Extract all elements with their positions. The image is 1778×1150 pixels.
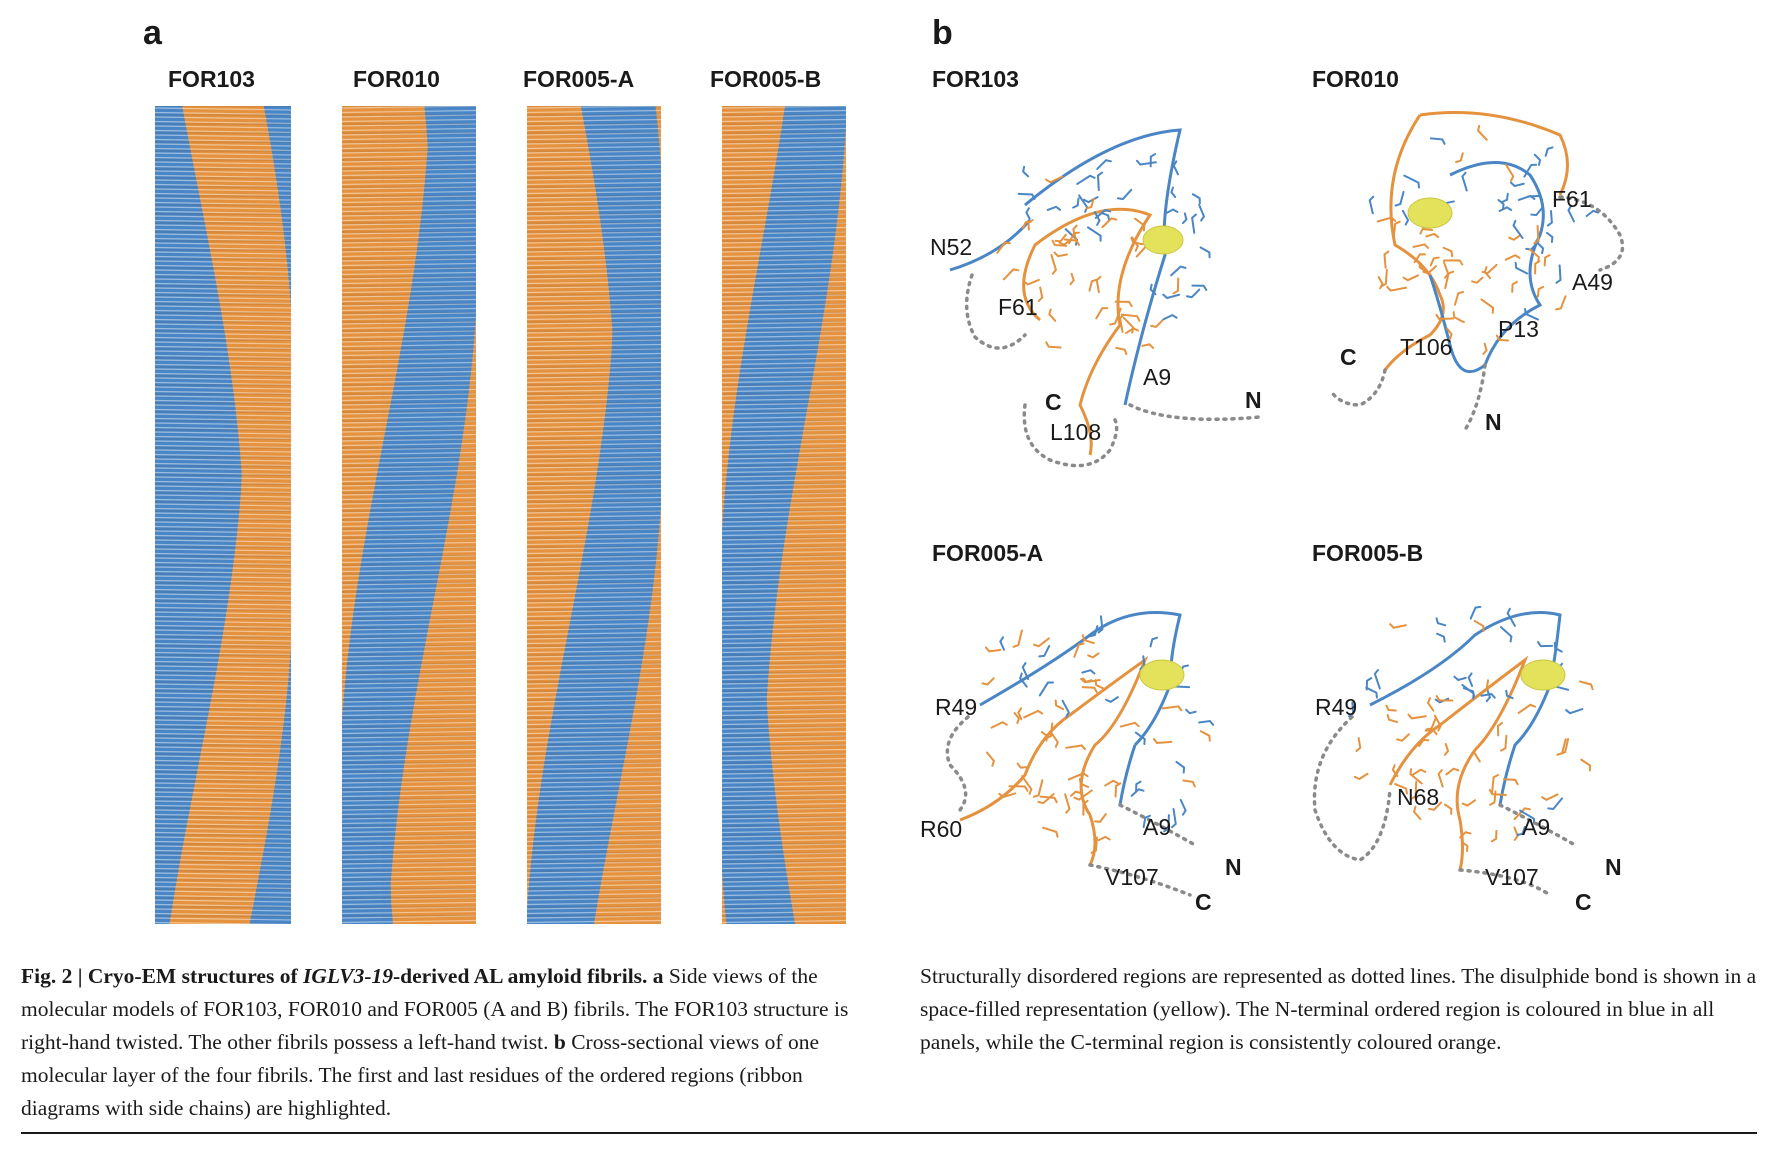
disordered-region-dotted-line: [1022, 403, 1119, 468]
residue-label: R49: [1315, 694, 1357, 720]
fibril-side-view-for005b: [722, 106, 846, 924]
c-terminal-ribbon: [959, 655, 1149, 866]
caption-title-rest: -derived AL amyloid fibrils.: [392, 964, 648, 988]
n-terminal-ribbon: [1024, 128, 1182, 406]
cross-section-for005b: R49 N68 A9 V107 N C: [1312, 605, 1622, 915]
terminus-label: C: [1195, 889, 1212, 915]
structure-title-for010: FOR010: [1312, 66, 1399, 92]
residue-label: N68: [1397, 784, 1439, 810]
disulphide-bond: [1407, 197, 1453, 229]
c-terminal-ribbon: [1383, 114, 1445, 371]
residue-label: P13: [1498, 316, 1539, 342]
caption-a-text: Side views of the molecular models of FO…: [21, 964, 849, 1054]
c-terminal-ribbon: [1022, 207, 1153, 456]
caption-rule: [21, 1132, 1757, 1134]
disordered-region-dotted-line: [1328, 368, 1387, 407]
disordered-region-dotted-line: [1088, 863, 1192, 897]
terminus-label: N: [1245, 387, 1262, 413]
disordered-region-dotted-line: [1458, 868, 1552, 897]
residue-label: A9: [1143, 364, 1171, 390]
n-terminal-ribbon: [979, 611, 1182, 747]
fibril-side-view-for005a: [527, 106, 661, 924]
fibril-title-for010: FOR010: [353, 66, 440, 92]
fibril-title-for005b: FOR005-B: [710, 66, 822, 92]
disordered-region-dotted-line: [1498, 803, 1577, 847]
n-terminal-ribbon: [1369, 611, 1562, 806]
terminus-label: N: [1485, 409, 1502, 435]
disordered-region-dotted-line: [1312, 715, 1392, 862]
residue-label: F61: [998, 294, 1038, 320]
cross-section-for005a: R49 R60 A9 V107 N C: [920, 611, 1242, 915]
disordered-region-dotted-line: [945, 715, 970, 812]
terminus-label: C: [1340, 344, 1357, 370]
disulphide-bond: [1139, 659, 1185, 691]
residue-label: T106: [1400, 334, 1452, 360]
panel-b-letter: b: [932, 14, 953, 52]
caption-a-letter: a: [652, 964, 664, 988]
residue-label: V107: [1105, 864, 1159, 890]
caption-b-text: Cross-sectional views of one molecular l…: [21, 1030, 819, 1120]
fibril-title-for005a: FOR005-A: [523, 66, 635, 92]
terminus-label: N: [1605, 854, 1622, 880]
c-terminal-ribbon: [1419, 111, 1569, 196]
residue-label: L108: [1050, 419, 1101, 445]
caption-gene: IGLV3-19: [303, 964, 393, 988]
terminus-label: C: [1045, 389, 1062, 415]
residue-label: A9: [1522, 814, 1550, 840]
disordered-region-dotted-line: [1118, 803, 1197, 847]
disordered-region-dotted-line: [964, 273, 1027, 350]
terminus-label: N: [1225, 854, 1242, 880]
structure-title-for005a: FOR005-A: [932, 540, 1044, 566]
fibril-side-view-for010: [342, 106, 476, 924]
figure-caption-left: Fig. 2 | Cryo-EM structures of IGLV3-19-…: [21, 960, 871, 1125]
fibril-side-view-for103: [155, 106, 291, 924]
disordered-region-dotted-line: [1463, 363, 1487, 432]
figure-caption-right: Structurally disordered regions are repr…: [920, 964, 1757, 1054]
residue-label: R60: [920, 816, 962, 842]
panel-a-letter: a: [143, 14, 162, 52]
cross-section-for010: F61 A49 P13 T106 C N: [1328, 111, 1625, 435]
disordered-region-dotted-line: [1558, 195, 1625, 272]
disulphide-bond: [1520, 659, 1566, 691]
cross-section-for103: N52 F61 A9 L108 N C: [930, 128, 1262, 468]
residue-label: N52: [930, 234, 972, 260]
fibril-title-for103: FOR103: [168, 66, 255, 92]
residue-label: A9: [1143, 814, 1171, 840]
n-terminal-ribbon: [1118, 744, 1137, 806]
caption-title: Fig. 2 | Cryo-EM structures of: [21, 964, 303, 988]
structure-title-for103: FOR103: [932, 66, 1019, 92]
residue-label: F61: [1552, 186, 1592, 212]
terminus-label: C: [1575, 889, 1592, 915]
structure-title-for005b: FOR005-B: [1312, 540, 1424, 566]
residue-label: A49: [1572, 269, 1613, 295]
n-terminal-ribbon: [1428, 161, 1545, 374]
residue-label: R49: [935, 694, 977, 720]
caption-b-letter: b: [553, 1030, 566, 1054]
c-terminal-ribbon: [1388, 655, 1529, 871]
disulphide-bond: [1142, 225, 1184, 255]
residue-label: V107: [1485, 864, 1539, 890]
disordered-region-dotted-line: [1128, 403, 1262, 421]
